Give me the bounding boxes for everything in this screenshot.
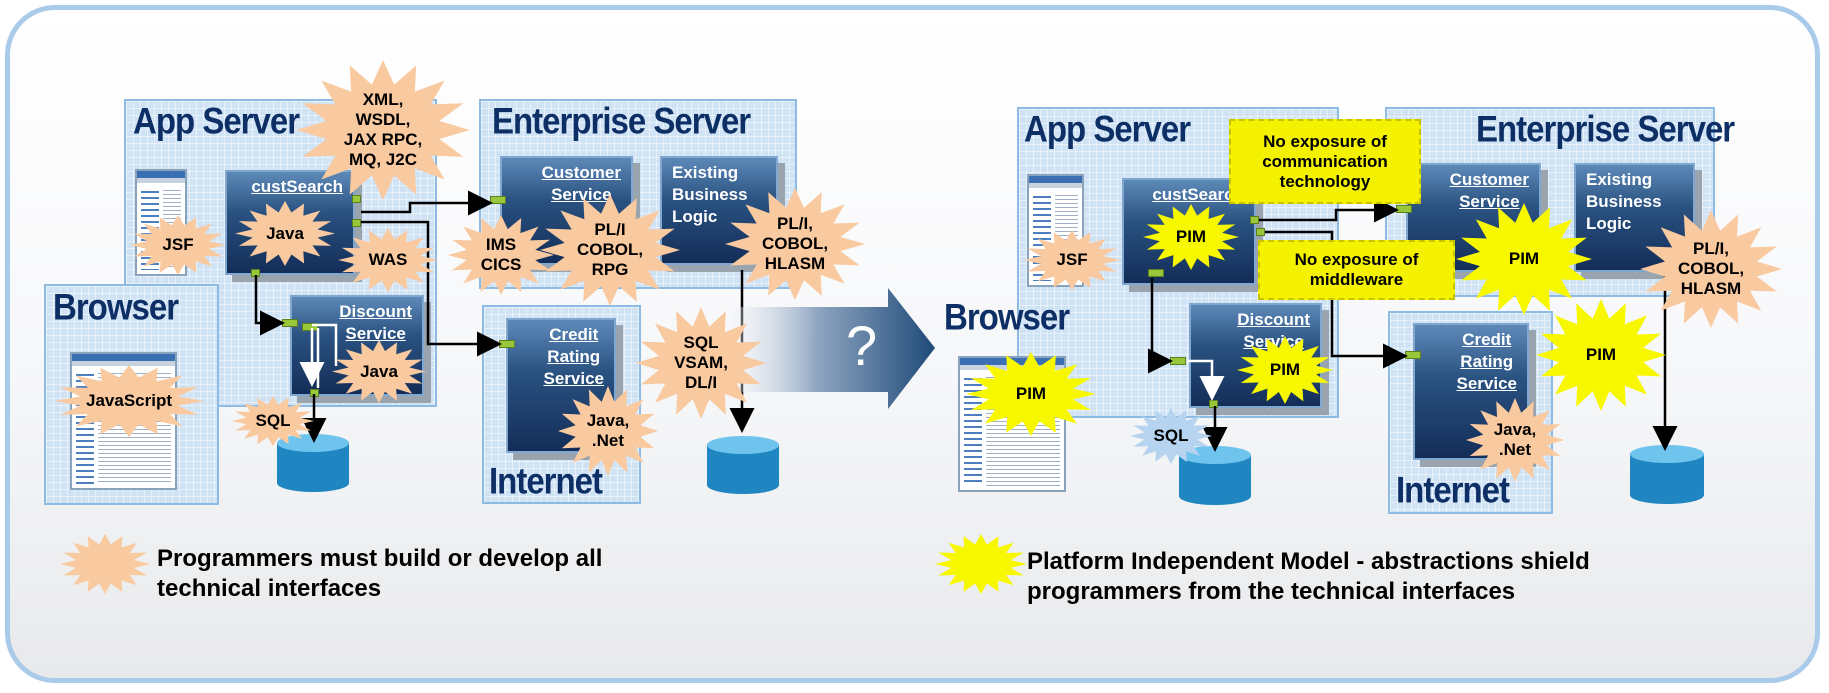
legend-left-text: Programmers must build or develop all te… xyxy=(157,545,603,602)
left-app-server-title: App Server xyxy=(133,100,300,142)
right-connector-discount-bottom xyxy=(1209,400,1218,408)
left-connector-discount-right xyxy=(302,323,318,331)
left-enterprise-server-title: Enterprise Server xyxy=(492,100,751,142)
left-customer-service-label: Customer Service xyxy=(541,163,621,204)
right-burst-jsf: JSF xyxy=(1024,230,1120,290)
legend-yellow-burst-icon xyxy=(935,534,1027,594)
left-burst-pli-cobol-rpg: PL/I COBOL, RPG xyxy=(540,194,680,306)
left-connector-cust-bottom xyxy=(251,269,260,277)
legend-right-text: Platform Independent Model - abstraction… xyxy=(1027,548,1590,605)
right-burst-pim-credit: PIM xyxy=(1536,299,1666,411)
left-connector-cust-right1 xyxy=(352,195,361,203)
right-burst-pim-customer-service: PIM xyxy=(1456,203,1592,315)
left-burst-jsf: JSF xyxy=(130,215,226,275)
left-burst-java-discount: Java xyxy=(332,340,426,403)
right-burst-pli-cobol-hlasm: PL/I, COBOL, HLASM xyxy=(1640,210,1782,328)
left-connector-discount xyxy=(282,319,298,327)
left-discount-service-label: Discount Service xyxy=(339,302,412,343)
right-customer-service-label: Customer Service xyxy=(1449,170,1529,211)
left-cust-search-label: custSearch xyxy=(251,177,343,196)
right-browser-title: Browser xyxy=(944,296,1070,338)
right-connector-discount xyxy=(1170,357,1186,365)
right-burst-java-net: Java, .Net xyxy=(1466,398,1564,482)
left-connector-credit xyxy=(499,340,515,348)
right-credit-rating-label: Credit Rating Service xyxy=(1456,330,1518,393)
left-connector-cust-right2 xyxy=(352,219,361,227)
right-burst-pim-browser: PIM xyxy=(966,352,1096,436)
right-connector-customer-service xyxy=(1396,205,1412,213)
right-existing-logic-label: Existing Business Logic xyxy=(1586,170,1662,233)
left-burst-java-net: Java, .Net xyxy=(558,386,658,476)
right-internet-title: Internet xyxy=(1396,469,1510,511)
right-burst-pim-discount: PIM xyxy=(1237,336,1333,404)
note-no-communication-exposure: No exposure of communication technology xyxy=(1229,119,1421,204)
right-app-server-title: App Server xyxy=(1024,108,1191,150)
legend-orange-burst-icon xyxy=(60,534,150,594)
note-no-middleware-exposure: No exposure of middleware xyxy=(1258,240,1455,300)
left-burst-sql-vsam: SQL VSAM, DL/I xyxy=(636,307,766,419)
left-existing-logic-label: Existing Business Logic xyxy=(672,163,748,226)
right-burst-sql: SQL xyxy=(1130,408,1212,464)
transition-question-mark: ? xyxy=(846,314,878,377)
left-burst-pli-cobol-hlasm: PL/I, COBOL, HLASM xyxy=(725,188,865,300)
right-connector-credit xyxy=(1405,351,1421,359)
left-credit-rating-label: Credit Rating Service xyxy=(543,325,605,388)
left-connector-customer-service xyxy=(490,196,506,204)
left-burst-was: WAS xyxy=(338,228,438,292)
left-burst-ims-cics: IMS CICS xyxy=(448,215,554,295)
left-burst-sql: SQL xyxy=(232,396,314,446)
left-burst-javascript: JavaScript xyxy=(54,365,204,437)
left-browser-title: Browser xyxy=(53,286,179,328)
left-burst-xml-wsdl: XML, WSDL, JAX RPC, MQ, J2C xyxy=(296,60,470,200)
right-burst-pim-cust: PIM xyxy=(1143,204,1239,270)
right-connector-cust-right2 xyxy=(1256,228,1265,236)
right-enterprise-server-title: Enterprise Server xyxy=(1476,108,1735,150)
right-connector-cust-bottom xyxy=(1148,269,1164,277)
right-cust-search-label: custSearch xyxy=(1152,185,1244,204)
left-burst-java-cust: Java xyxy=(235,201,335,266)
right-connector-cust-right1 xyxy=(1250,216,1259,224)
left-internet-title: Internet xyxy=(489,460,603,502)
